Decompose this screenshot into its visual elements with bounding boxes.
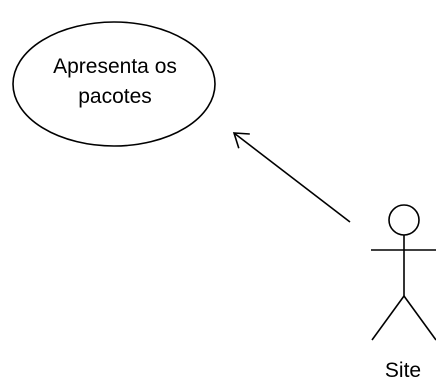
use-case-ellipse[interactable] bbox=[12, 21, 216, 147]
actor-right-leg bbox=[403, 295, 436, 341]
actor-label: Site bbox=[384, 359, 422, 382]
use-case-label-line2: pacotes bbox=[78, 85, 152, 108]
actor-figure[interactable] bbox=[371, 204, 436, 341]
use-case-label: Apresenta os pacotes bbox=[20, 52, 210, 112]
use-case-label-line1: Apresenta os bbox=[53, 55, 177, 78]
association-line bbox=[233, 132, 351, 223]
actor-left-leg bbox=[371, 295, 405, 341]
open-arrowhead bbox=[232, 132, 250, 149]
actor-head bbox=[388, 204, 420, 236]
association-arrow bbox=[232, 132, 351, 223]
